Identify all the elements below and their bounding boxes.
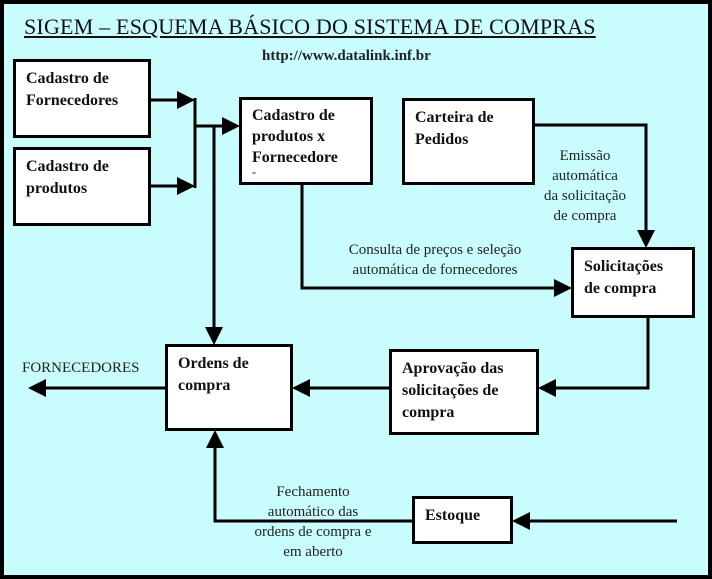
box-ordens-compra: Ordens de compra <box>165 344 293 431</box>
source-url: http://www.datalink.inf.br <box>262 48 431 64</box>
box-text: de compra <box>584 280 657 297</box>
box-text: Solicitações <box>584 258 664 275</box>
label-line: Emissão <box>559 148 611 164</box>
box-text: Cadastro de <box>252 107 335 124</box>
label-line: em aberto <box>283 544 343 560</box>
box-text: produtos <box>26 180 88 197</box>
label-fechamento-automatico: Fechamento automático das ordens de comp… <box>233 482 393 562</box>
box-text: compra <box>178 377 231 394</box>
box-text: Carteira de <box>415 109 494 126</box>
label-line: automática <box>552 168 618 184</box>
box-cadastro-fornecedores: Cadastro de Fornecedores <box>13 59 151 138</box>
arrow-consulta-to-solicitacoes <box>300 184 572 297</box>
box-text: Pedidos <box>415 131 469 148</box>
box-text: Fornecedores <box>26 92 119 109</box>
label-fornecedores: FORNECEDORES <box>22 360 140 376</box>
box-text: Fornecedore <box>252 149 338 166</box>
box-text: Cadastro de <box>26 70 109 87</box>
box-text: compra <box>402 404 455 421</box>
box-aprovacao-solicitacoes: Aprovação das solicitações de compra <box>389 349 539 435</box>
arrow-solicitacoes-to-aprovacao <box>538 317 650 397</box>
box-solicitacoes-compra: Solicitações de compra <box>571 247 695 318</box>
label-line: Consulta de preços e seleção <box>348 242 522 258</box>
label-line: automática de fornecedores <box>352 262 518 278</box>
label-consulta-precos: Consulta de preços e seleção automática … <box>315 240 555 280</box>
box-text: produtos x <box>252 128 326 145</box>
label-line: de compra <box>553 208 617 224</box>
box-produtos-x-fornecedores: Cadastro de produtos x Fornecedore - <box>239 97 373 185</box>
box-text: Estoque <box>425 507 481 524</box>
label-line: automático das <box>267 504 359 520</box>
box-text: Aprovação das <box>402 360 504 377</box>
box-text: Ordens de <box>178 355 249 372</box>
box-text: Cadastro de <box>26 158 109 175</box>
box-text: - <box>252 165 256 179</box>
label-emissao-automatica: Emissão automática da solicitação de com… <box>525 146 645 226</box>
box-estoque: Estoque <box>412 496 513 544</box>
label-line: Fechamento <box>276 484 350 500</box>
arrow-carteira-to-solicitacoes <box>534 123 655 248</box>
diagram-title: SIGEM – ESQUEMA BÁSICO DO SISTEMA DE COM… <box>24 14 596 39</box>
box-cadastro-produtos: Cadastro de produtos <box>13 147 151 226</box>
box-carteira-pedidos: Carteira de Pedidos <box>402 98 535 185</box>
label-line: da solicitação <box>543 188 627 204</box>
label-line: ordens de compra e <box>254 524 372 540</box>
arrow-estoque-to-ordens <box>206 430 413 523</box>
box-text: solicitações de <box>402 382 499 399</box>
